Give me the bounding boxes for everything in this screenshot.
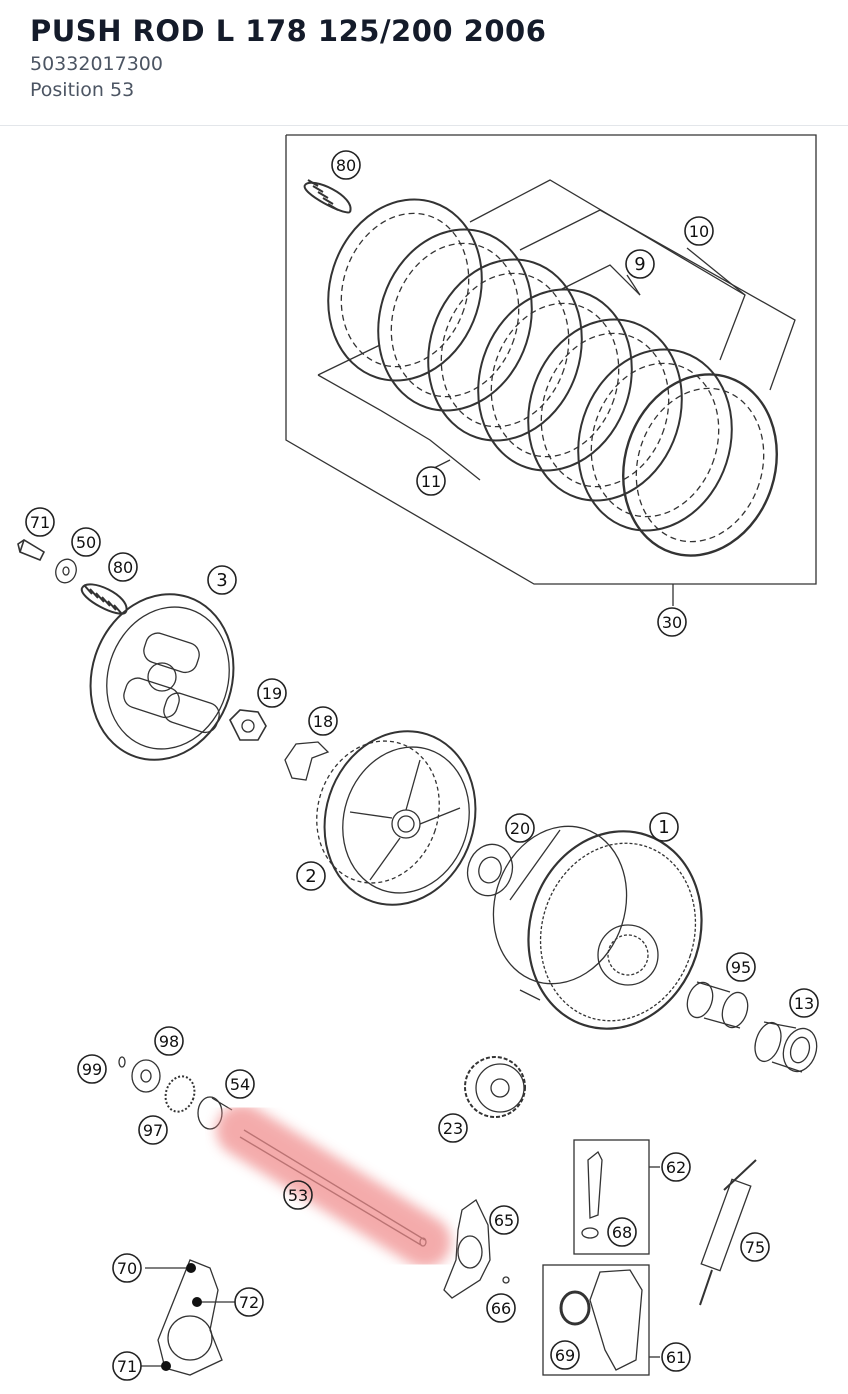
part-title: PUSH ROD L 178 125/200 2006: [30, 14, 547, 48]
callout-text: 30: [662, 613, 682, 632]
callout-text: 1: [658, 817, 669, 838]
callout-text: 23: [443, 1119, 463, 1138]
slave-cylinder-box-61: [542, 1264, 660, 1376]
bushing-13: [754, 1021, 818, 1073]
bleeder-box-62: [573, 1139, 660, 1255]
bolt-71-top: [17, 539, 46, 562]
syringe-75: [699, 1159, 757, 1306]
bearing-97: [164, 1075, 196, 1113]
callout-text: 10: [689, 222, 709, 241]
callout-95: 95: [726, 952, 756, 982]
callout-text: 54: [230, 1075, 250, 1094]
callout-70: 70: [112, 1253, 142, 1283]
callout-text: 97: [143, 1121, 163, 1140]
callout-text: 71: [30, 513, 50, 532]
callout-9: 9: [625, 249, 655, 279]
callout-54: 54: [225, 1069, 255, 1099]
lever-bracket: [157, 1259, 223, 1376]
callout-3: 3: [207, 565, 237, 595]
callout-10: 10: [684, 216, 714, 246]
callout-text: 80: [113, 558, 133, 577]
callout-13: 13: [789, 988, 819, 1018]
callout-11: 11: [416, 466, 446, 496]
callout-text: 99: [82, 1060, 102, 1079]
callout-text: 75: [745, 1238, 765, 1257]
callout-text: 72: [239, 1293, 259, 1312]
callout-text: 50: [76, 533, 96, 552]
callout-80: 80: [331, 150, 361, 180]
lock-washer-18: [284, 741, 330, 781]
callout-text: 19: [262, 684, 282, 703]
inner-hub-2: [316, 730, 477, 906]
callout-text: 98: [159, 1032, 179, 1051]
pressure-piece-54: [197, 1096, 223, 1130]
callout-text: 65: [494, 1211, 514, 1230]
callout-text: 9: [634, 254, 645, 275]
callout-23: 23: [438, 1113, 468, 1143]
callout-text: 53: [288, 1186, 308, 1205]
callout-text: 80: [336, 156, 356, 175]
callout-2: 2: [296, 861, 326, 891]
callout-text: 71: [117, 1357, 137, 1376]
callout-19: 19: [257, 678, 287, 708]
callout-text: 2: [305, 866, 316, 887]
callout-53: 53: [283, 1180, 313, 1210]
callout-99: 99: [77, 1054, 107, 1084]
callout-71: 71: [25, 507, 55, 537]
callout-62: 62: [661, 1152, 691, 1182]
callout-text: 69: [555, 1346, 575, 1365]
selected-part-highlight: [216, 1104, 451, 1268]
gasket-65: [443, 1199, 491, 1299]
washer-98: [131, 1059, 161, 1093]
exploded-parts-diagram: 80 10 9 11 30 71 50 80 3 19 18 20 1 2 95 13 98 99 54 97 23 53…: [0, 126, 848, 1390]
callout-text: 70: [117, 1259, 137, 1278]
callout-text: 13: [794, 994, 814, 1013]
callout-text: 62: [666, 1158, 686, 1177]
callout-61: 61: [661, 1342, 691, 1372]
nut-19: [229, 709, 267, 741]
needle-bearing-95: [686, 981, 749, 1029]
callout-80: 80: [108, 552, 138, 582]
gear-23: [464, 1056, 526, 1118]
callout-20: 20: [505, 813, 535, 843]
callout-text: 95: [731, 958, 751, 977]
callout-66: 66: [486, 1293, 516, 1323]
part-header: PUSH ROD L 178 125/200 2006 50332017300 …: [0, 0, 848, 126]
clutch-disc-box: [285, 134, 817, 606]
part-number: 50332017300: [30, 53, 163, 75]
callout-30: 30: [657, 607, 687, 637]
callout-75: 75: [740, 1232, 770, 1262]
callout-text: 3: [216, 570, 227, 591]
callout-text: 11: [421, 472, 441, 491]
callout-68: 68: [607, 1217, 637, 1247]
callout-98: 98: [154, 1026, 184, 1056]
washer-20: [466, 843, 514, 897]
callout-71: 71: [112, 1351, 142, 1381]
ring-66: [502, 1276, 510, 1284]
clutch-basket-1: [492, 825, 703, 1030]
callout-text: 66: [491, 1299, 511, 1318]
spring-80: [80, 583, 128, 615]
washer-50: [55, 558, 77, 584]
callout-text: 68: [612, 1223, 632, 1242]
ring-99: [118, 1056, 126, 1068]
clutch-discs: [317, 179, 796, 557]
callout-50: 50: [71, 527, 101, 557]
callout-97: 97: [138, 1115, 168, 1145]
part-position: Position 53: [30, 79, 135, 101]
callout-labels: 80 10 9 11 30 71 50 80 3 19 18 20 1 2 95 13 98 99 54 97 23 53…: [25, 150, 819, 1381]
callout-text: 61: [666, 1348, 686, 1367]
callout-65: 65: [489, 1205, 519, 1235]
callout-69: 69: [550, 1340, 580, 1370]
callout-18: 18: [308, 706, 338, 736]
callout-72: 72: [234, 1287, 264, 1317]
callout-text: 18: [313, 712, 333, 731]
pressure-plate-3: [89, 593, 235, 761]
spring-80-top: [303, 179, 352, 214]
callout-text: 20: [510, 819, 530, 838]
callout-1: 1: [649, 812, 679, 842]
